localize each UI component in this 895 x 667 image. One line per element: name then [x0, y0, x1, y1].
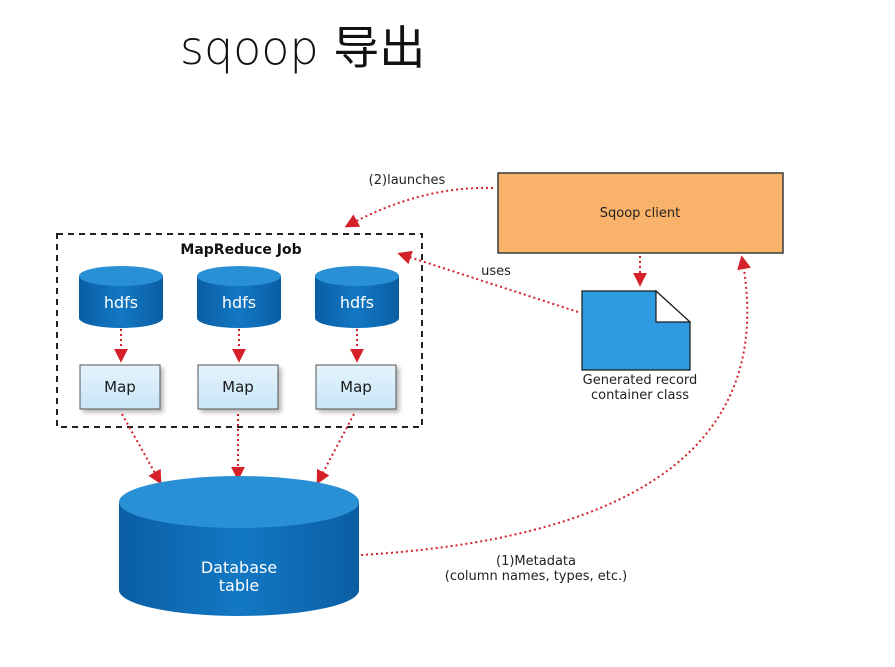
metadata-label-line2: (column names, types, etc.) — [445, 569, 628, 584]
hdfs-cylinder-3: hdfs — [315, 266, 399, 328]
map-box-3: Map — [315, 364, 397, 410]
generated-record-document — [581, 289, 692, 371]
hdfs-cylinder-2: hdfs — [197, 266, 281, 328]
database-label-line2: table — [219, 576, 260, 595]
generated-record-label-line2: container class — [591, 388, 689, 403]
map-label: Map — [104, 378, 136, 396]
hdfs-label: hdfs — [222, 293, 256, 312]
hdfs-label: hdfs — [340, 293, 374, 312]
database-label-line1: Database — [201, 558, 277, 577]
mapreduce-job-container: MapReduce Job — [56, 233, 423, 428]
uses-arrow — [397, 250, 579, 313]
uses-label: uses — [481, 264, 511, 279]
map-box-1: Map — [79, 364, 161, 410]
map-to-database-arrows — [121, 413, 355, 485]
launches-label: (2)launches — [369, 173, 446, 188]
mapreduce-job-label: MapReduce Job — [180, 242, 301, 258]
database-cylinder: Database table — [119, 476, 359, 616]
hdfs-to-map-arrows — [114, 329, 364, 363]
map-label: Map — [222, 378, 254, 396]
sqoop-client-label: Sqoop client — [600, 206, 681, 221]
generated-record-label-line1: Generated record — [583, 373, 698, 388]
metadata-label-line1: (1)Metadata — [496, 554, 576, 569]
map-label: Map — [340, 378, 372, 396]
launches-arrow — [344, 186, 494, 228]
map-box-2: Map — [197, 364, 279, 410]
slide-title: sqoop 导出 — [180, 21, 426, 75]
hdfs-label: hdfs — [104, 293, 138, 312]
hdfs-cylinder-1: hdfs — [79, 266, 163, 328]
metadata-arrow — [360, 255, 751, 556]
sqoop-client-box: Sqoop client — [497, 172, 784, 254]
